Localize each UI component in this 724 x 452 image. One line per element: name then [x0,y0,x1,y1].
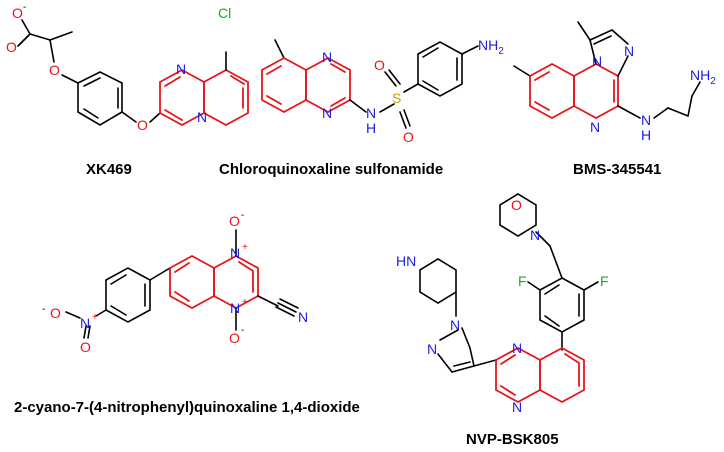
nvp-pyrazole-n2: N [427,341,437,357]
cq-o2: O [403,129,414,145]
nitro-o1: O [50,305,61,321]
cq-n1: N [322,49,332,65]
compound-name-xk469: XK469 [86,161,132,178]
xk469-n2: N [197,109,207,125]
cq-nh-h: H [366,120,376,136]
xk469-o-carbonyl: O [6,39,17,55]
bms-nh-h: H [641,127,651,143]
bms-n-bridge: N [592,53,602,69]
nvp-fluorine-2: F [600,273,609,289]
structure-xk469: O - O O O N N Cl XK469 [6,2,249,178]
structure-bms-345541: N N N N H NH2 BMS-345541 [513,21,716,178]
nitro-n: N [80,315,90,331]
nvp-morpholine-n: N [530,227,540,243]
cyano-n1-plus: + [242,242,248,253]
structure-chloroquinoxaline-sulfonamide: N N N H S O O NH2 Chloroquinoxaline sulf… [219,37,504,178]
cq-nh-n: N [366,105,376,121]
cyano-o2-minus: - [241,325,244,336]
bms-n-imidazole: N [624,43,634,59]
cyano-o1-minus: - [241,210,244,221]
xk469-o-minus: O [12,5,23,21]
cyano-o2: O [229,330,240,346]
bms-nh-n: N [641,112,651,128]
nitro-o2: O [80,339,91,355]
nvp-quinoxaline-n1: N [512,340,522,356]
cyano-o1: O [229,213,240,229]
nvp-quinoxaline-n2: N [512,399,522,415]
cyano-nitrile-n: N [298,309,308,325]
cyano-n2: N [230,300,240,316]
xk469-minus-charge: - [23,2,26,13]
bms-n-ring: N [590,119,600,135]
compound-name-nvp: NVP-BSK805 [466,431,559,448]
compound-name-cyano: 2-cyano-7-(4-nitrophenyl)quinoxaline 1,4… [14,399,360,416]
xk469-o-ether: O [49,62,60,78]
cyano-n2-plus: + [242,297,248,308]
cq-sulfur: S [392,90,401,106]
xk469-n1: N [176,61,186,77]
structure-nvp-bsk805: O N HN N N N N F F NVP-BSK805 [396,193,609,448]
nvp-piperidine-nh: HN [396,253,416,269]
xk469-cl: Cl [218,5,231,21]
cyano-n1: N [230,245,240,261]
compound-name-chloroquinoxaline: Chloroquinoxaline sulfonamide [219,161,443,178]
cq-o1: O [374,57,385,73]
nitro-n-plus: + [92,312,98,323]
xk469-o-link: O [137,117,148,133]
structure-cyano-nitrophenyl-quinoxaline-dioxide: O - N + N + O - N O - N + O 2-cyano-7-(4… [14,210,360,416]
cq-n2: N [322,105,332,121]
cq-nh2: NH2 [478,37,504,57]
compound-name-bms: BMS-345541 [573,161,661,178]
bms-nh2: NH2 [690,67,716,87]
nvp-pyrazole-n1: N [450,317,460,333]
nvp-fluorine-1: F [518,273,527,289]
nitro-o1-minus: - [42,304,45,315]
nvp-morpholine-o: O [511,197,522,213]
